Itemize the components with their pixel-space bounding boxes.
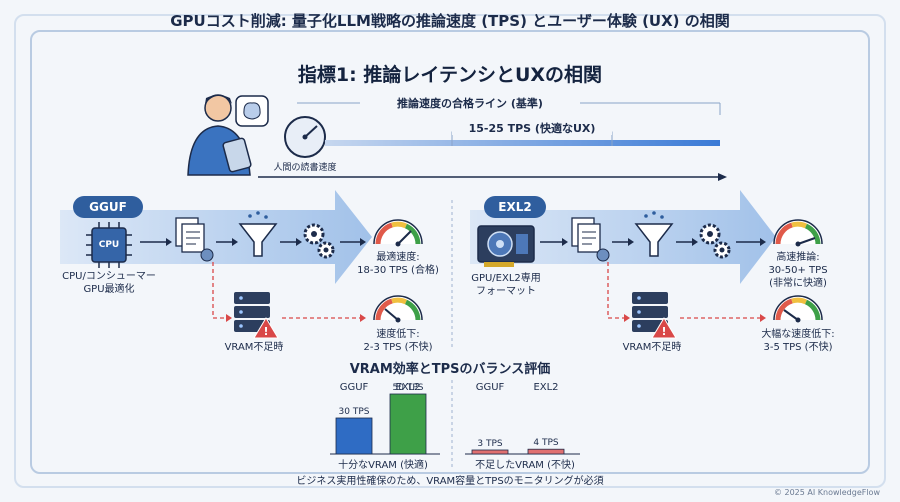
bar-gguf-sufficient bbox=[335, 417, 373, 455]
gguf-source-label: CPU/コンシューマー GPU最適化 bbox=[62, 271, 156, 295]
gguf-vram-label: VRAM不足時 bbox=[224, 342, 284, 353]
baseline-label: 推論速度の合格ライン (基準) bbox=[360, 97, 580, 110]
gguf-fast-gauge-icon bbox=[373, 219, 423, 247]
gguf-warning-icon: ! bbox=[253, 317, 279, 339]
person-reading-icon bbox=[187, 94, 252, 176]
bar-category-label: EXL2 bbox=[395, 382, 420, 393]
bar-value-label: 30 TPS bbox=[339, 407, 370, 417]
gguf-good-label: 最適速度: 18-30 TPS (合格) bbox=[357, 252, 439, 276]
gguf-server-icon bbox=[234, 292, 270, 332]
cpu-chip-label: CPU bbox=[98, 240, 120, 250]
page-title: GPUコスト削減: 量子化LLM戦略の推論速度 (TPS) とユーザー体験 (U… bbox=[170, 12, 730, 30]
reading-speed-gauge-icon bbox=[284, 116, 326, 158]
baseline-range-label: 15-25 TPS (快適なUX) bbox=[452, 122, 612, 135]
exl2-funnel-icon bbox=[634, 211, 674, 257]
svg-text:!: ! bbox=[661, 325, 666, 338]
section-title: 指標1: 推論レイテンシとUXの相関 bbox=[297, 64, 603, 86]
exl2-good-label: 高速推論: 30-50+ TPS (非常に快適) bbox=[768, 252, 828, 289]
exl2-slow-gauge-icon bbox=[773, 295, 823, 323]
bar-gguf-insufficient bbox=[471, 449, 509, 455]
bar-value-label: 4 TPS bbox=[533, 438, 559, 448]
gguf-bad-label: 速度低下: 2-3 TPS (不快) bbox=[363, 329, 433, 353]
exl2-gears-icon bbox=[699, 223, 731, 259]
exl2-documents-icon bbox=[571, 217, 610, 262]
exl2-badge: EXL2 bbox=[484, 196, 546, 218]
gguf-funnel-icon bbox=[238, 211, 278, 257]
bar-exl2-insufficient bbox=[527, 448, 565, 455]
bar-value-label: 50 TPS bbox=[393, 383, 424, 393]
gguf-gears-icon bbox=[303, 223, 335, 259]
gguf-slow-gauge-icon bbox=[373, 295, 423, 323]
bar-category-label: EXL2 bbox=[533, 382, 558, 393]
inner-frame bbox=[14, 14, 886, 488]
gguf-badge: GGUF bbox=[73, 196, 143, 218]
exl2-warning-icon: ! bbox=[651, 317, 677, 339]
cpu-chip-icon bbox=[86, 222, 132, 268]
exl2-source-label: GPU/EXL2専用 フォーマット bbox=[471, 273, 541, 297]
left-group-caption: 十分なVRAM (快適) bbox=[338, 460, 428, 471]
right-group-caption: 不足したVRAM (不快) bbox=[475, 460, 575, 471]
svg-text:!: ! bbox=[263, 325, 268, 338]
reader-speed-label: 人間の読書速度 bbox=[273, 163, 337, 173]
bar-value-label: 3 TPS bbox=[477, 439, 503, 449]
exl2-fast-gauge-icon bbox=[773, 219, 823, 247]
gguf-documents-icon bbox=[175, 217, 214, 262]
brain-bubble-icon bbox=[235, 95, 269, 127]
exl2-bad-label: 大幅な速度低下: 3-5 TPS (不快) bbox=[761, 329, 835, 353]
bar-category-label: GGUF bbox=[476, 382, 505, 393]
balance-footer: ビジネス実用性確保のため、VRAM容量とTPSのモニタリングが必須 bbox=[296, 476, 604, 487]
copyright: © 2025 AI KnowledgeFlow bbox=[773, 488, 880, 497]
balance-title: VRAM効率とTPSのバランス評価 bbox=[349, 362, 551, 377]
gpu-card-icon bbox=[477, 225, 535, 267]
exl2-vram-label: VRAM不足時 bbox=[622, 342, 682, 353]
bar-category-label: GGUF bbox=[340, 382, 369, 393]
bar-exl2-sufficient bbox=[389, 393, 427, 455]
baseline-graphics bbox=[187, 94, 727, 181]
outer-frame bbox=[30, 30, 870, 474]
